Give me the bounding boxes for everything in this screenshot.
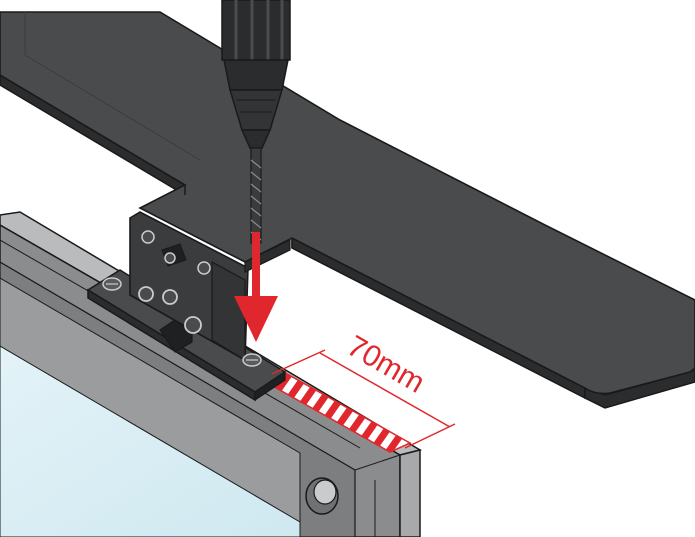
arrow-down-icon	[234, 232, 278, 342]
jig-block	[86, 211, 291, 402]
drill-icon	[221, 0, 291, 244]
template-board	[0, 11, 695, 409]
screw-icon	[102, 230, 262, 367]
dimension-label: 70mm	[342, 329, 431, 399]
knob-icon	[305, 477, 339, 515]
